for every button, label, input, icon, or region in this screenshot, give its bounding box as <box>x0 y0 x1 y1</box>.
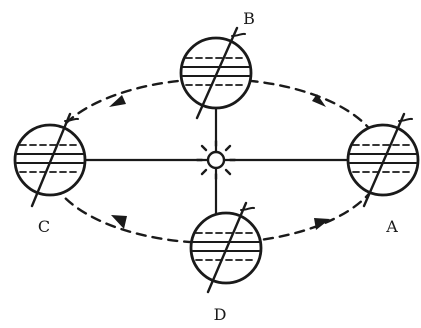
label-c: C <box>38 217 50 236</box>
label-d: D <box>214 305 227 324</box>
label-b: B <box>243 9 255 28</box>
earth-a <box>346 112 420 208</box>
orbit-arrow-icon <box>314 218 330 230</box>
earth-b <box>179 26 253 120</box>
earth-d <box>189 201 263 294</box>
label-a: A <box>385 217 398 236</box>
sun-icon <box>195 139 237 181</box>
orbit-arrow-icon <box>109 95 126 107</box>
orbit-arrow-icon <box>111 215 127 229</box>
earth-c <box>13 112 87 208</box>
orbit-arrow-icon <box>312 94 326 107</box>
